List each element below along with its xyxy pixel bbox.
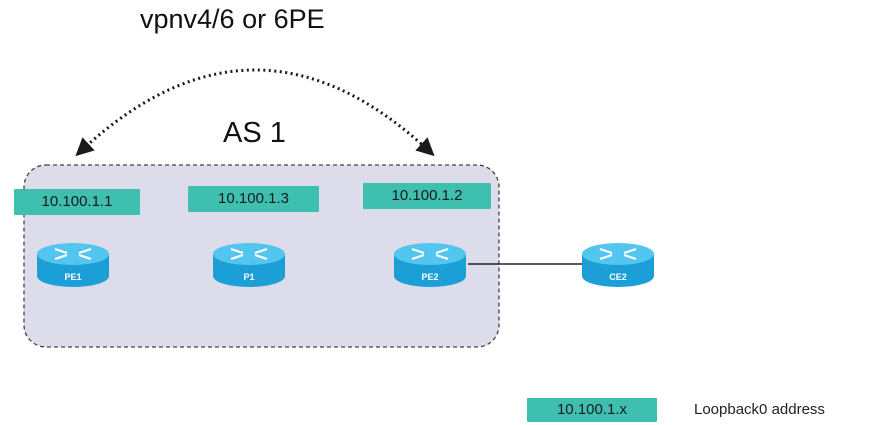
router-pe2-icon: PE2 xyxy=(394,243,466,287)
address-box-pe2: 10.100.1.2 xyxy=(363,183,491,209)
as-label: AS 1 xyxy=(223,117,286,149)
router-ce2-icon: CE2 xyxy=(582,243,654,287)
diagram-title: vpnv4/6 or 6PE xyxy=(140,4,325,34)
router-pe2-label: PE2 xyxy=(421,272,438,282)
bgp-session-arrow xyxy=(75,68,435,157)
router-ce2-label: CE2 xyxy=(609,272,627,282)
router-pe1-label: PE1 xyxy=(64,272,81,282)
router-p1-label: P1 xyxy=(243,272,254,282)
legend-description: Loopback0 address xyxy=(694,401,825,418)
router-p1-icon: P1 xyxy=(213,243,285,287)
address-box-pe1: 10.100.1.1 xyxy=(14,189,140,215)
router-pe1-icon: PE1 xyxy=(37,243,109,287)
address-box-p1: 10.100.1.3 xyxy=(188,186,319,212)
legend-sample-box: 10.100.1.x xyxy=(527,398,657,422)
